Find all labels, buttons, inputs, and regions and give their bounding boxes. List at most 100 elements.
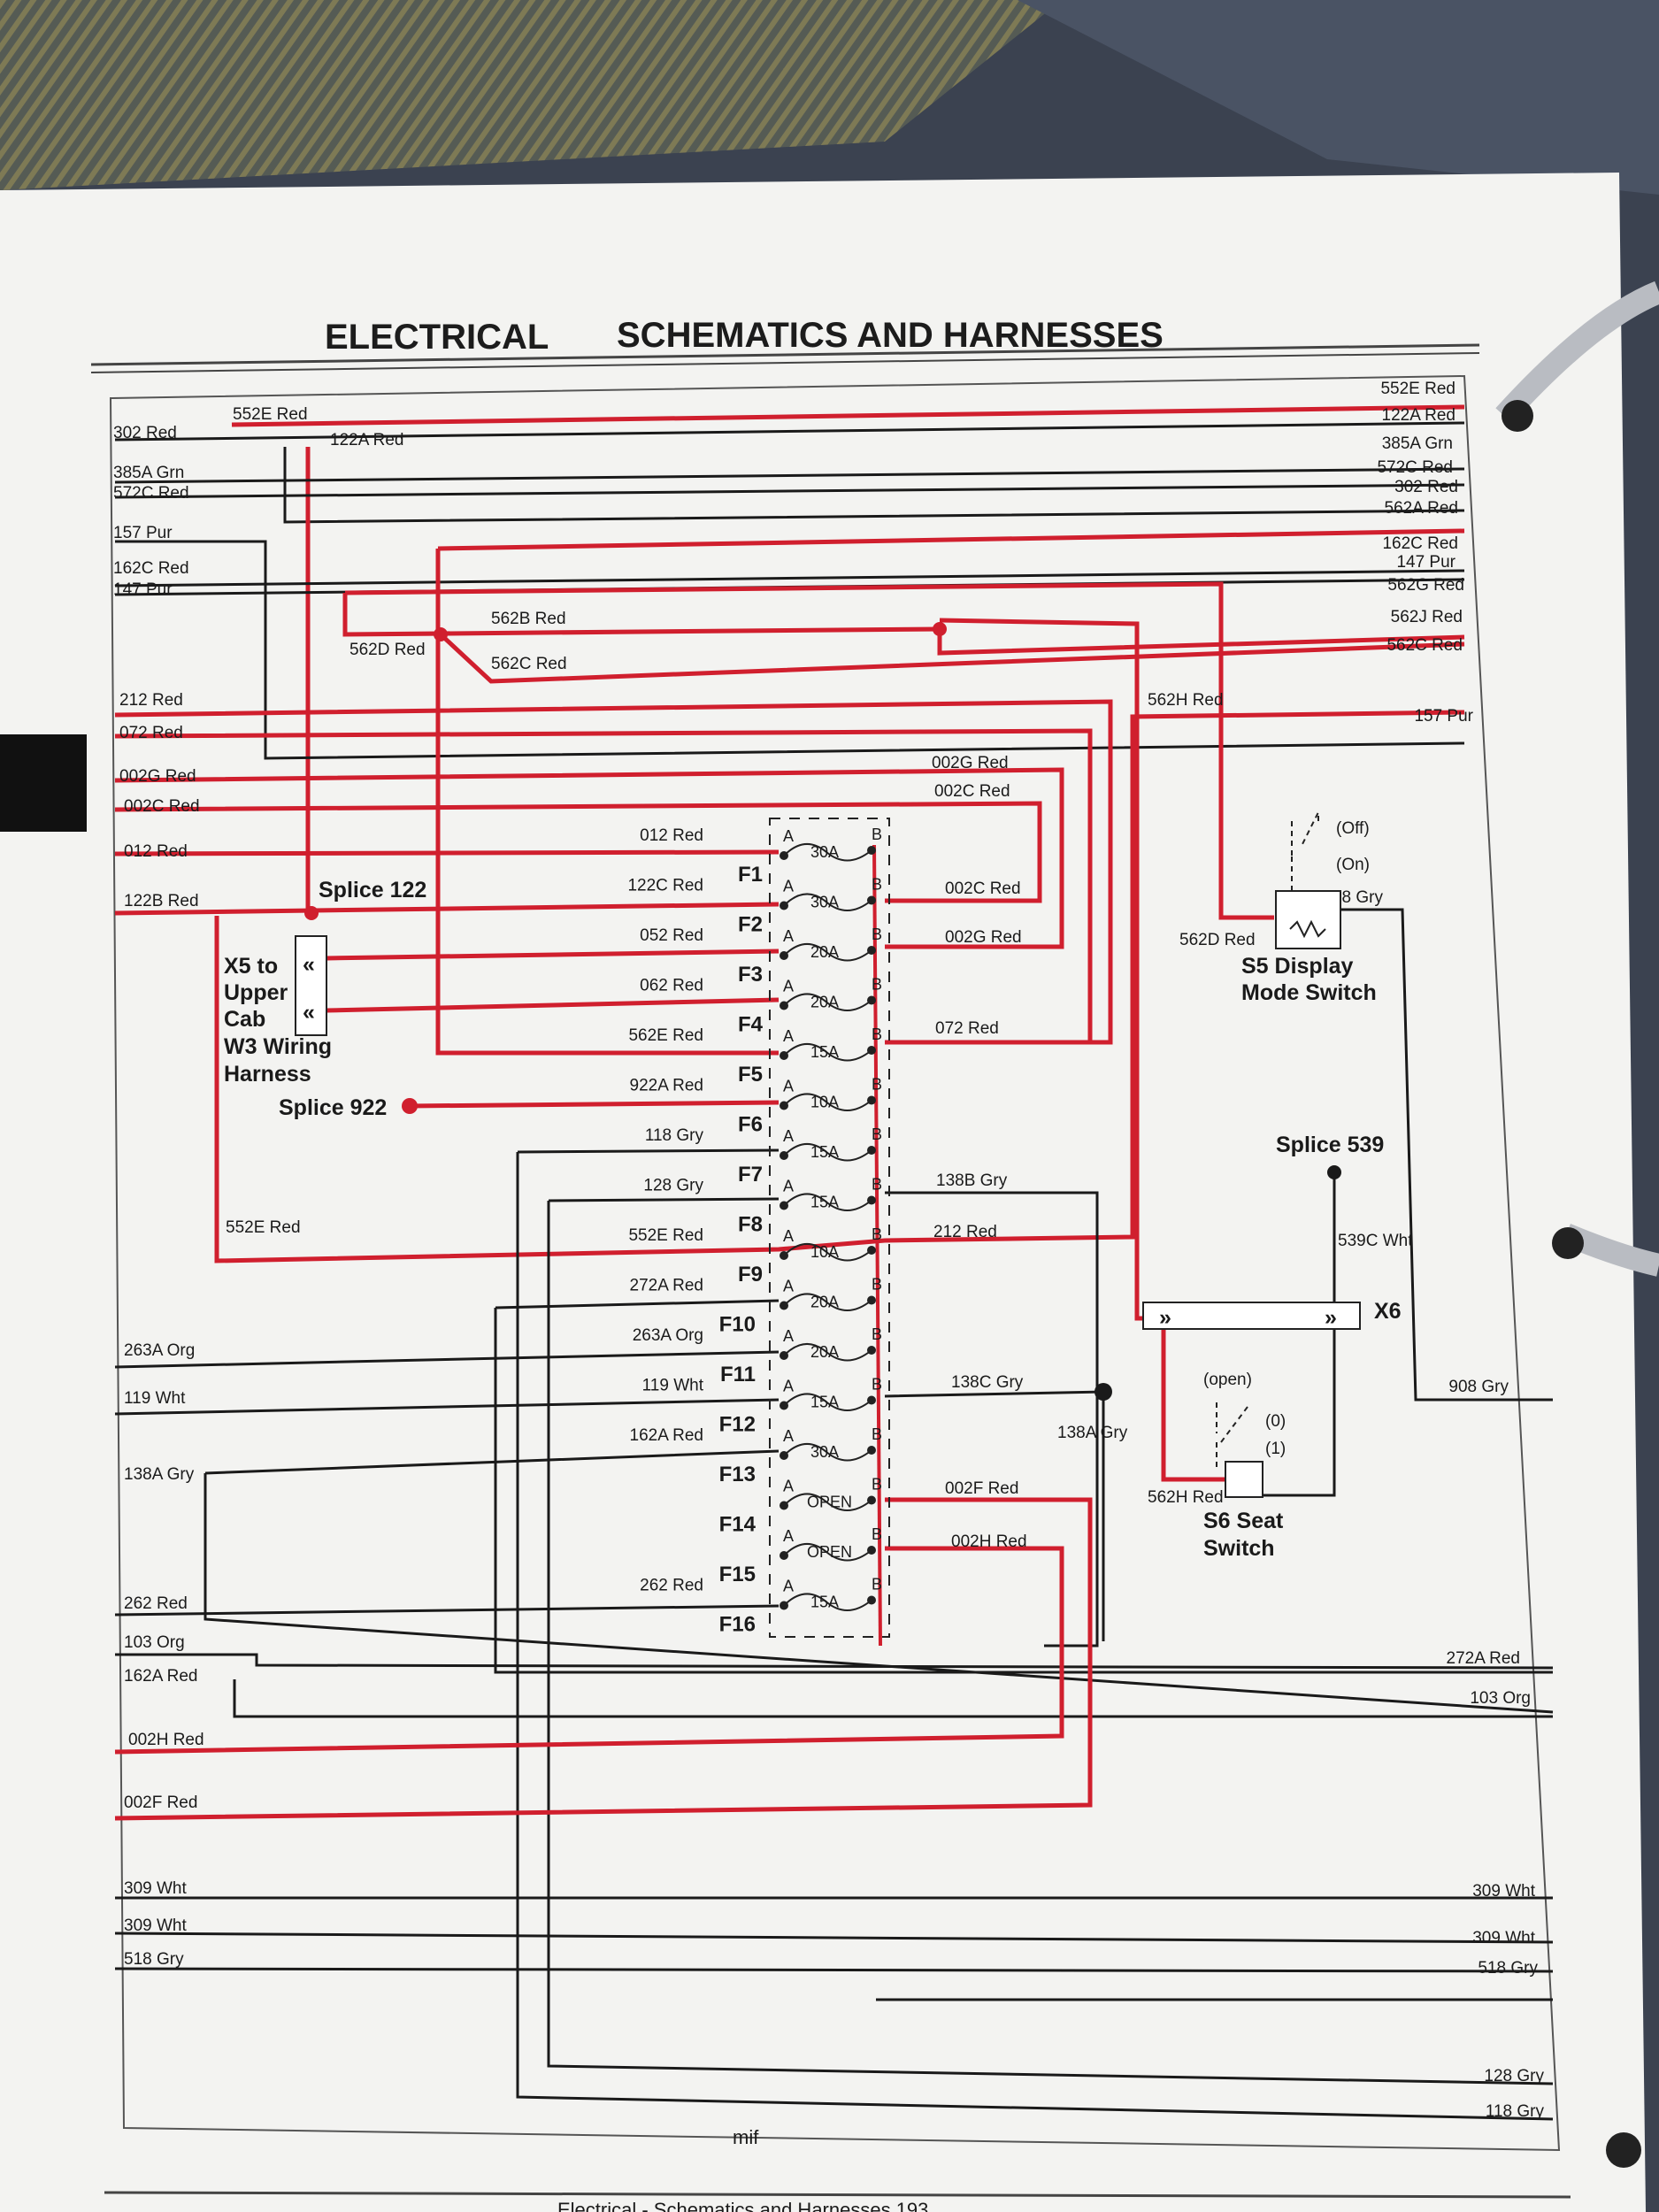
mid-wire-label: 562C Red <box>491 655 567 673</box>
s6-switch-body <box>1225 1461 1263 1498</box>
fuse-rating: 15A <box>810 1143 839 1161</box>
terminal-a-dot <box>780 1051 788 1060</box>
left-wire-label: 162A Red <box>124 1667 197 1686</box>
right-wire-label: 562G Red <box>1387 576 1464 595</box>
binder-ring-top <box>1495 280 1659 424</box>
terminal-a-label: A <box>783 1127 794 1145</box>
fuse-input-wire: 052 Red <box>640 926 703 945</box>
fuse-id: F9 <box>738 1263 763 1286</box>
right-wire-label: 309 Wht <box>1472 1929 1535 1947</box>
terminal-a-label: A <box>783 978 794 995</box>
terminal-a-dot <box>780 901 788 910</box>
splice-122-label: Splice 122 <box>319 878 426 902</box>
wire-40 <box>114 1604 780 1617</box>
terminal-a-dot <box>780 851 788 860</box>
fuse-block-outline <box>769 818 890 1638</box>
fuse-id: F2 <box>738 913 763 937</box>
svg-text:Upper: Upper <box>224 980 288 1005</box>
wire-17 <box>114 699 1113 1045</box>
wire-35 <box>114 1398 780 1416</box>
wire-18 <box>114 728 1093 1042</box>
fuse-id: F10 <box>719 1313 756 1337</box>
mid-wire-label: 562B Red <box>491 610 566 628</box>
right-wire-label: 272A Red <box>1447 1649 1520 1668</box>
fuse-id: F15 <box>719 1563 756 1586</box>
binder-hole-mid <box>1552 1227 1584 1259</box>
terminal-a-dot <box>780 1201 788 1210</box>
binder-hole-bottom <box>1606 2132 1641 2168</box>
x6-pin2-icon: » <box>1325 1305 1337 1330</box>
terminal-a-dot <box>780 1351 788 1360</box>
x6-label: X6 <box>1374 1299 1402 1324</box>
fuse-id: F14 <box>719 1513 757 1537</box>
wire-41 <box>115 1653 1554 1670</box>
terminal-a-label: A <box>783 1378 794 1395</box>
terminal-a-dot <box>780 1251 788 1260</box>
terminal-b-label: B <box>872 1425 882 1443</box>
x5-connector <box>295 935 327 1036</box>
fuse-link-icon <box>783 993 872 1011</box>
left-wire-label: 122B Red <box>124 892 199 910</box>
fuse-id: F1 <box>738 863 763 887</box>
left-wire-label: 002C Red <box>124 797 200 816</box>
terminal-b-dot <box>867 846 876 855</box>
fuse-rating: 15A <box>810 1043 839 1061</box>
wire-39 <box>204 1449 1554 1714</box>
terminal-b-dot <box>867 1046 876 1055</box>
wire-1 <box>114 421 1465 442</box>
splice-562-right-dot <box>933 622 947 636</box>
fuse-id: F5 <box>738 1063 763 1087</box>
terminal-a-label: A <box>783 1027 794 1045</box>
fuse-id: F3 <box>738 963 763 987</box>
wire-29 <box>548 1197 780 1202</box>
terminal-a-label: A <box>783 1327 794 1345</box>
terminal-a-label: A <box>783 1478 794 1495</box>
left-wire-label: 212 Red <box>119 691 183 710</box>
terminal-b-label: B <box>872 1025 882 1043</box>
s6-label-2: Switch <box>1203 1536 1275 1561</box>
fuse-rating: 15A <box>810 1394 839 1411</box>
right-wire-label: 562J Red <box>1391 608 1463 626</box>
fuse-link-icon <box>783 1543 872 1562</box>
terminal-a-label: A <box>783 1527 794 1545</box>
fuse-rating: OPEN <box>807 1543 852 1561</box>
left-wire-label: 002F Red <box>124 1793 197 1812</box>
footer-mark: mif <box>733 2126 759 2148</box>
splice-922-dot <box>402 1098 418 1114</box>
fuse-rating: 20A <box>810 994 839 1011</box>
fuse-input-wire: 162A Red <box>630 1426 703 1445</box>
x5-pin2-icon: « <box>303 1000 315 1025</box>
terminal-b-dot <box>867 1195 876 1205</box>
left-wire-label: 122A Red <box>330 431 403 449</box>
right-wire-label: 162C Red <box>1382 534 1458 553</box>
left-wire-label: 138A Gry <box>124 1465 195 1484</box>
fuse-rating: 20A <box>810 1343 839 1361</box>
terminal-b-label: B <box>872 826 882 843</box>
terminal-b-label: B <box>872 876 882 894</box>
fuse-id: F16 <box>719 1613 756 1637</box>
s6-label-1: S6 Seat <box>1203 1509 1284 1533</box>
mid-wire-label: 552E Red <box>226 1218 301 1237</box>
wire-37 <box>1263 1172 1336 1497</box>
s6-0-label: (0) <box>1265 1412 1286 1431</box>
wire-31 <box>885 1191 1099 1647</box>
svg-text:Harness: Harness <box>224 1062 311 1087</box>
mid-wire-label: 212 Red <box>933 1223 997 1241</box>
terminal-b-label: B <box>872 1125 882 1143</box>
wire-3 <box>283 447 1465 524</box>
terminal-a-dot <box>780 1151 788 1160</box>
fuse-rating: 20A <box>810 1294 839 1311</box>
right-wire-label: 572C Red <box>1377 458 1453 477</box>
right-wire-label: 908 Gry <box>1448 1378 1509 1396</box>
fuse-b-bus <box>872 844 882 1647</box>
wire-32 <box>495 1299 780 1310</box>
terminal-a-dot <box>780 1301 788 1310</box>
header-rule-2 <box>90 352 1480 373</box>
fuse-link-icon <box>783 943 872 962</box>
